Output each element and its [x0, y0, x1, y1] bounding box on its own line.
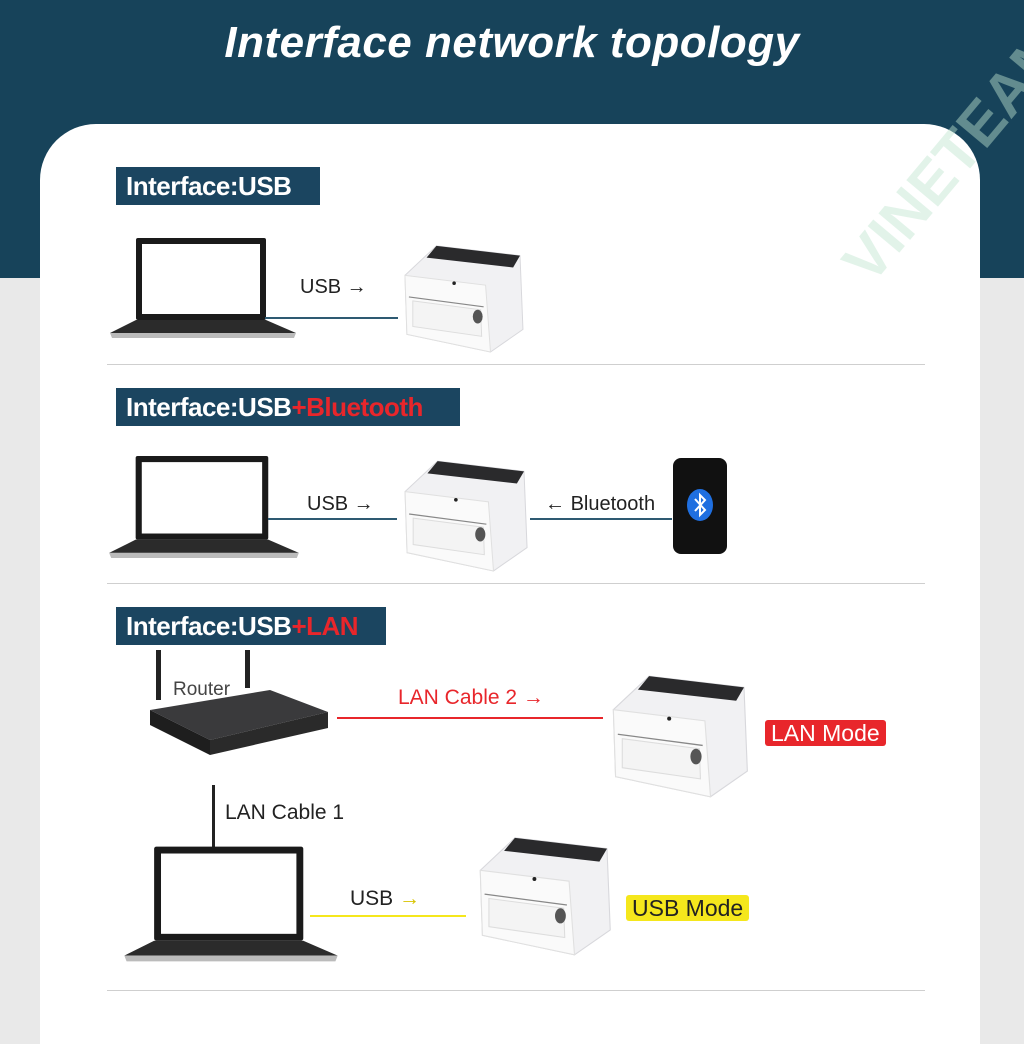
- printer-icon: [465, 827, 619, 957]
- lan-cable-1: [212, 785, 215, 848]
- usb-mode-badge: USB Mode: [626, 895, 750, 921]
- label-suffix: +LAN: [291, 611, 359, 641]
- label-text: Interface:USB: [126, 171, 292, 201]
- section-label-usb-lan: Interface:USB+LAN: [116, 607, 386, 645]
- bluetooth-label: ← Bluetooth: [545, 493, 656, 515]
- divider: [107, 364, 925, 365]
- section-label-usb: Interface:USB: [116, 167, 320, 205]
- bluetooth-icon: [687, 489, 713, 521]
- lan-cable-1-label: LAN Cable 1: [225, 801, 345, 824]
- section-label-usb-bluetooth: Interface:USB+Bluetooth: [116, 388, 460, 426]
- usb-cable-label: USB →: [307, 493, 374, 515]
- divider: [107, 583, 925, 584]
- router-label: Router: [173, 679, 231, 700]
- page-title: Interface network topology: [224, 18, 800, 67]
- lan-cable-2-label: LAN Cable 2 →: [398, 686, 544, 709]
- router-icon: [150, 650, 330, 755]
- usb-cable: [265, 317, 398, 319]
- label-text: Interface:USB: [126, 392, 292, 422]
- label-suffix: +Bluetooth: [291, 392, 423, 422]
- bluetooth-link: [530, 518, 672, 520]
- lan-mode-badge: LAN Mode: [765, 720, 886, 746]
- laptop-icon: [108, 238, 298, 338]
- label-text: Interface:USB: [126, 611, 292, 641]
- laptop-icon: [122, 845, 340, 963]
- printer-icon: [396, 236, 526, 354]
- usb-cable-label: USB →: [300, 276, 367, 298]
- usb-cable: [310, 915, 466, 917]
- usb-cable: [268, 518, 397, 520]
- lan-cable-2: [337, 717, 603, 719]
- printer-icon: [600, 665, 754, 799]
- usb-cable-label: USB →: [350, 887, 421, 910]
- smartphone-icon: [673, 458, 727, 554]
- laptop-icon: [106, 456, 302, 558]
- printer-icon: [394, 451, 532, 573]
- divider: [107, 990, 925, 991]
